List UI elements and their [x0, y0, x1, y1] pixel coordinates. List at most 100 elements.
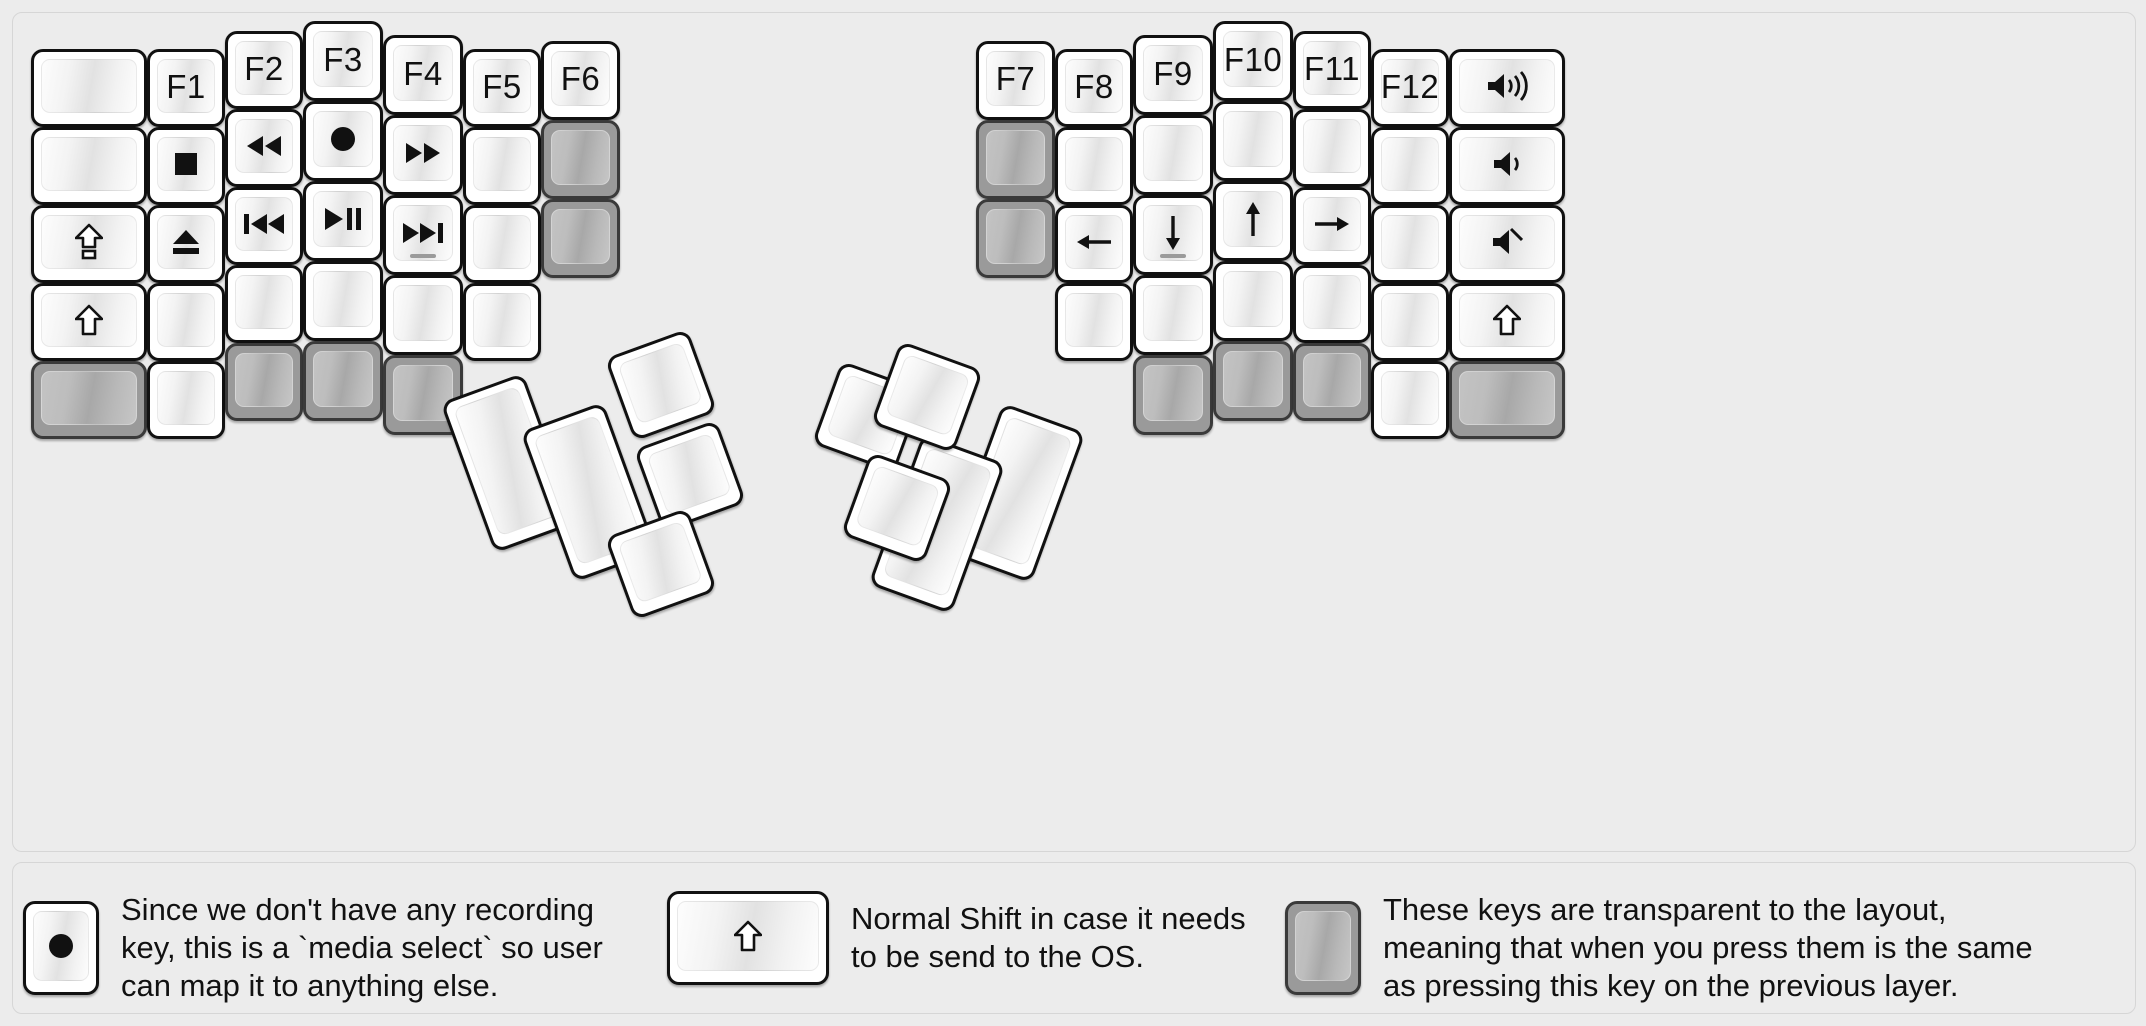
media-eject-icon: [171, 227, 201, 257]
keycap-surface: [617, 520, 704, 604]
left-col-ring-key-blank-3[interactable]: [225, 265, 303, 343]
left-col-pinky-key-f1-0[interactable]: F1: [147, 49, 225, 127]
right-col-index-inner-r-key-f7-0[interactable]: F7: [976, 41, 1055, 120]
right-col-pinky-r-key-transparent-4[interactable]: [1293, 343, 1371, 421]
right-col-index-inner-r-key-transparent-1[interactable]: [976, 120, 1055, 199]
key-label: F2: [244, 49, 284, 87]
keycap-surface: F11: [1303, 41, 1361, 95]
right-col-ring-r-key-blank-3[interactable]: [1213, 261, 1293, 341]
left-col-middle-key-transparent-4[interactable]: [303, 341, 383, 421]
arrow-up-icon: [1241, 200, 1265, 238]
right-col-pinky-outer-r-key-blank-4[interactable]: [1371, 361, 1449, 439]
keycap-surface: [1381, 215, 1439, 269]
key-label: F1: [166, 67, 206, 105]
keycap-surface: [884, 353, 971, 437]
left-col-ring-key-media-rewind-1[interactable]: [225, 109, 303, 187]
legend-transparent-description: These keys are transparent to the layout…: [1383, 892, 2033, 1003]
right-col-middle-r-key-blank-3[interactable]: [1133, 275, 1213, 355]
right-col-far-right-key-transparent-4[interactable]: [1449, 361, 1565, 439]
left-col-middle-key-blank-3[interactable]: [303, 261, 383, 341]
left-col-pinky-outer-key-blank-0[interactable]: [31, 49, 147, 127]
left-col-middle-key-media-play-pause-2[interactable]: [303, 181, 383, 261]
media-stop-icon: [173, 151, 199, 177]
right-col-ring-r-key-blank-1[interactable]: [1213, 101, 1293, 181]
left-col-index-inner-key-blank-2[interactable]: [463, 205, 541, 283]
keycap-surface: [1459, 293, 1555, 347]
left-col-pinky-key-blank-4[interactable]: [147, 361, 225, 439]
left-col-index-key-f4-0[interactable]: F4: [383, 35, 463, 115]
keycap-surface: F8: [1065, 59, 1123, 113]
right-col-middle-r-key-f9-0[interactable]: F9: [1133, 35, 1213, 115]
left-col-index-inner-key-blank-3[interactable]: [463, 283, 541, 361]
key-label: F6: [560, 60, 601, 97]
key-label: F3: [323, 40, 363, 78]
right-col-middle-r-key-transparent-4[interactable]: [1133, 355, 1213, 435]
keycap-surface: [393, 125, 453, 181]
keycap-surface: [41, 293, 137, 347]
right-col-far-right-key-volume-mute-2[interactable]: [1449, 205, 1565, 283]
left-col-pinky-key-blank-3[interactable]: [147, 283, 225, 361]
volume-up-icon: [1486, 71, 1528, 101]
right-col-pinky-r-key-f11-0[interactable]: F11: [1293, 31, 1371, 109]
left-col-pinky-outer-key-blank-1[interactable]: [31, 127, 147, 205]
right-col-middle-r-key-blank-1[interactable]: [1133, 115, 1213, 195]
right-col-index-r-key-arrow-left-2[interactable]: [1055, 205, 1133, 283]
media-rewind-icon: [245, 133, 283, 159]
right-col-far-right-key-shift-arrow-3[interactable]: [1449, 283, 1565, 361]
keycap-surface: F9: [1143, 45, 1203, 101]
keycap-surface: F5: [473, 59, 531, 113]
left-col-extra-key-f6-0[interactable]: F6: [541, 41, 620, 120]
right-col-ring-r-key-f10-0[interactable]: F10: [1213, 21, 1293, 101]
left-col-index-key-blank-3[interactable]: [383, 275, 463, 355]
left-col-pinky-outer-key-transparent-4[interactable]: [31, 361, 147, 439]
keycap-surface: [1223, 351, 1283, 407]
right-col-index-r-key-blank-1[interactable]: [1055, 127, 1133, 205]
left-col-ring-key-media-prev-track-2[interactable]: [225, 187, 303, 265]
left-col-pinky-key-media-eject-2[interactable]: [147, 205, 225, 283]
left-col-index-key-media-next-track-2[interactable]: [383, 195, 463, 275]
keycap-surface: [1223, 191, 1283, 247]
keycap-surface: [313, 111, 373, 167]
right-col-pinky-outer-r-key-f12-0[interactable]: F12: [1371, 49, 1449, 127]
right-col-index-r-key-blank-3[interactable]: [1055, 283, 1133, 361]
keycap-surface: F6: [551, 51, 610, 106]
left-col-pinky-key-media-stop-1[interactable]: [147, 127, 225, 205]
right-col-pinky-r-key-blank-1[interactable]: [1293, 109, 1371, 187]
left-col-index-key-media-forward-1[interactable]: [383, 115, 463, 195]
right-col-index-inner-r-key-transparent-2[interactable]: [976, 199, 1055, 278]
right-col-far-right-key-volume-up-0[interactable]: [1449, 49, 1565, 127]
legend-normal-shift: Normal Shift in case it needs to be send…: [667, 891, 1246, 985]
keycap-surface: [986, 209, 1045, 264]
left-col-index-inner-key-f5-0[interactable]: F5: [463, 49, 541, 127]
right-col-pinky-r-key-arrow-right-2[interactable]: [1293, 187, 1371, 265]
right-col-pinky-r-key-blank-3[interactable]: [1293, 265, 1371, 343]
keycap-surface: [157, 293, 215, 347]
right-col-pinky-outer-r-key-blank-1[interactable]: [1371, 127, 1449, 205]
keycap-surface: [1143, 125, 1203, 181]
keycap-surface: [1459, 215, 1555, 269]
keycap-surface: [473, 293, 531, 347]
right-col-middle-r-key-arrow-down-2[interactable]: [1133, 195, 1213, 275]
left-col-middle-key-f3-0[interactable]: F3: [303, 21, 383, 101]
right-col-ring-r-key-arrow-up-2[interactable]: [1213, 181, 1293, 261]
left-col-pinky-outer-key-shift-arrow-3[interactable]: [31, 283, 147, 361]
keycap-surface: [157, 215, 215, 269]
keycap-surface: [854, 464, 941, 548]
left-col-ring-key-transparent-4[interactable]: [225, 343, 303, 421]
right-col-far-right-key-volume-down-1[interactable]: [1449, 127, 1565, 205]
left-col-pinky-outer-key-caps-lock-arrow-2[interactable]: [31, 205, 147, 283]
left-col-ring-key-f2-0[interactable]: F2: [225, 31, 303, 109]
left-col-extra-key-transparent-1[interactable]: [541, 120, 620, 199]
right-col-pinky-outer-r-key-blank-2[interactable]: [1371, 205, 1449, 283]
left-col-index-inner-key-blank-1[interactable]: [463, 127, 541, 205]
left-col-middle-key-media-record-1[interactable]: [303, 101, 383, 181]
caps-lock-arrow-icon: [75, 223, 103, 261]
left-col-extra-key-transparent-2[interactable]: [541, 199, 620, 278]
right-col-pinky-outer-r-key-blank-3[interactable]: [1371, 283, 1449, 361]
right-col-ring-r-key-transparent-4[interactable]: [1213, 341, 1293, 421]
right-col-index-r-key-f8-0[interactable]: F8: [1055, 49, 1133, 127]
keycap-surface: [33, 910, 89, 981]
volume-down-icon: [1492, 149, 1522, 179]
key-label: F10: [1223, 40, 1283, 78]
